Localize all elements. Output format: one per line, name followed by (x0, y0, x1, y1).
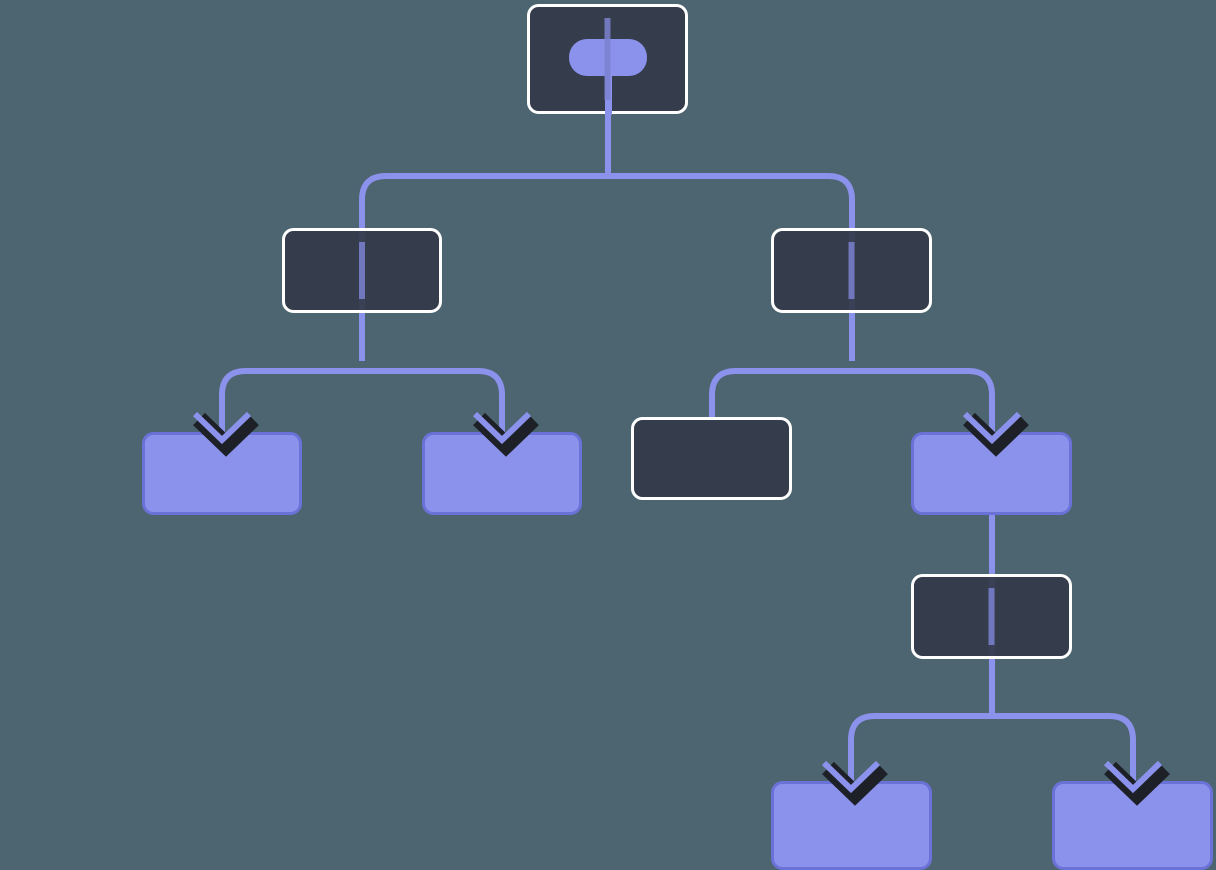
arrowhead-tip (192, 411, 252, 445)
edge-path (608, 173, 855, 361)
node-body[interactable] (631, 417, 792, 500)
arrowhead-tip (472, 411, 532, 445)
edge-root-to-level1-left (359, 173, 608, 361)
edge-path (848, 660, 995, 786)
arrowhead (962, 411, 1029, 457)
edge-level1-left-to-level2-first (219, 368, 362, 437)
arrowhead (472, 411, 539, 457)
edge-path (359, 173, 608, 361)
edge-level1-right-to-level2-first (709, 368, 852, 418)
edge-path (992, 713, 1136, 786)
arrowhead-tip (962, 411, 1022, 445)
arrowhead (192, 411, 259, 457)
arrowhead-tip (821, 760, 881, 794)
edge-level3-to-level4-first (848, 660, 995, 786)
edge-path (362, 368, 505, 437)
edge-level3-to-level4-second (992, 713, 1136, 786)
level2-right-first-node[interactable] (631, 417, 792, 500)
edge-level1-left-to-level2-second (362, 368, 505, 437)
arrowhead-tip (1103, 760, 1163, 794)
edge-path (852, 368, 995, 437)
edge-level1-right-to-level2-second (852, 368, 995, 437)
edge-path (709, 368, 852, 418)
arrowhead (821, 760, 888, 806)
edge-root-to-level1-right (608, 173, 855, 361)
edge-path (219, 368, 362, 437)
arrowhead (1103, 760, 1170, 806)
